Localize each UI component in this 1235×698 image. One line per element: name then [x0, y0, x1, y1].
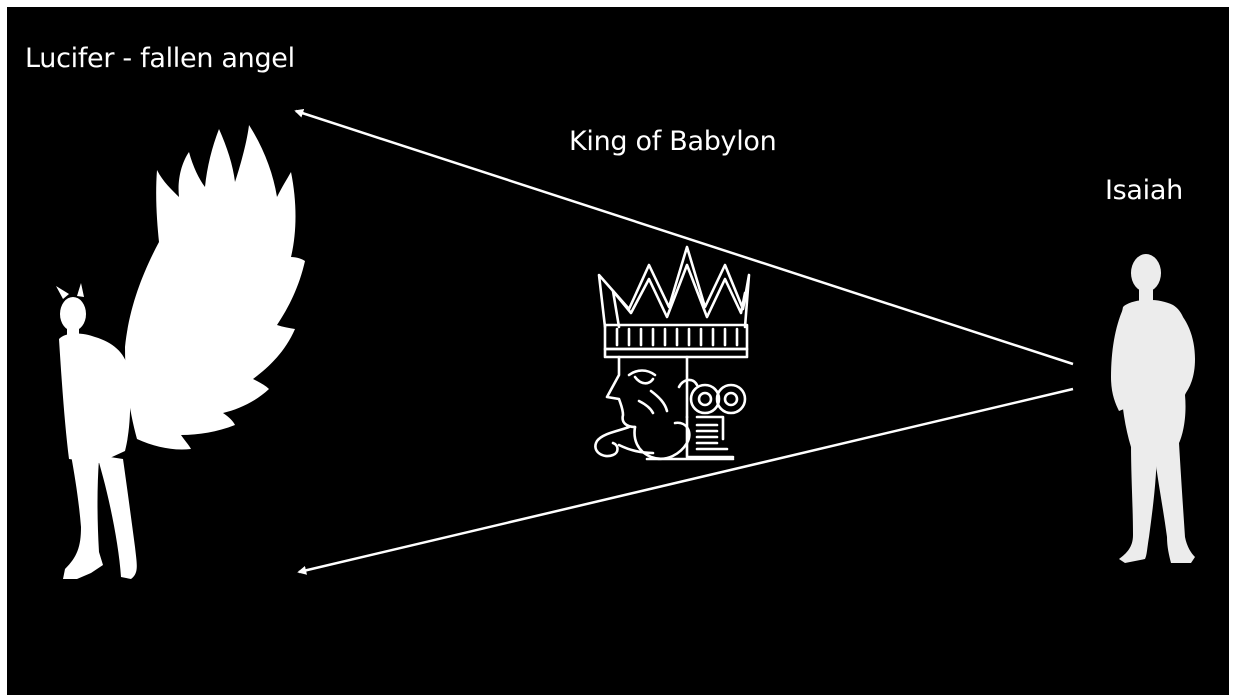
diagram-slide: Lucifer - fallen angel King of Babylon I… — [7, 7, 1229, 695]
diagram-art — [7, 7, 1229, 695]
king-label: King of Babylon — [569, 128, 776, 155]
lucifer-label: Lucifer - fallen angel — [25, 45, 295, 72]
angel-icon — [56, 125, 305, 579]
isaiah-label: Isaiah — [1105, 177, 1183, 204]
isaiah-icon — [1111, 254, 1195, 563]
king-icon — [595, 247, 749, 459]
